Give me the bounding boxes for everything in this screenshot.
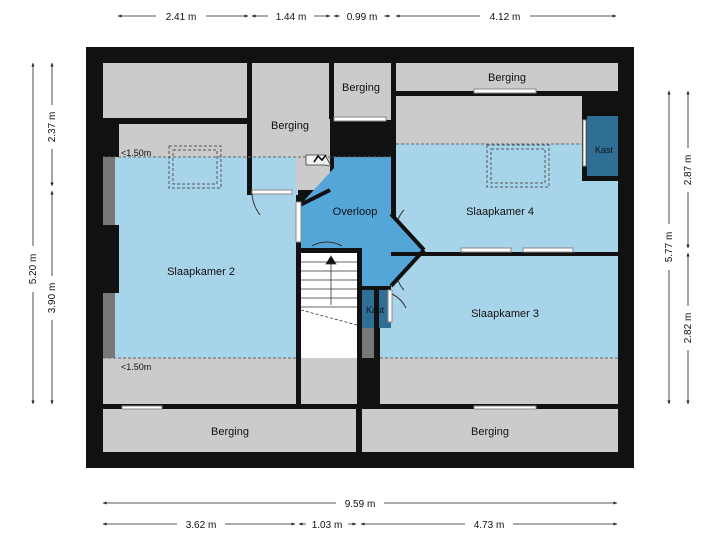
slaapkamer2-area	[103, 157, 296, 358]
sloped-ceiling-lines	[103, 143, 618, 359]
label-berging-top-right: Berging	[488, 72, 526, 84]
dim-top-4: 4.12 m	[490, 12, 521, 23]
wall-segment	[391, 252, 618, 256]
label-berging-top-center: Berging	[342, 82, 380, 94]
label-kast-center: Kast	[366, 305, 385, 315]
eaves-top-right-area	[396, 96, 582, 144]
berging-top-left-area	[103, 63, 247, 118]
window	[473, 88, 537, 94]
window	[522, 247, 574, 253]
doors	[251, 193, 407, 309]
label-berging-bottom-right: Berging	[471, 426, 509, 438]
eaves-bottom-left-area	[103, 358, 296, 404]
dimension-labels: 2.41 m 1.44 m 0.99 m 4.12 m 9.59 m 3.62 …	[27, 9, 694, 531]
label-slaapkamer3: Slaapkamer 3	[471, 308, 539, 320]
dim-left-inner-2: 3.90 m	[47, 283, 58, 314]
dim-left-inner-1: 2.37 m	[47, 112, 58, 143]
dim-right-outer: 5.77 m	[664, 232, 675, 263]
gap-below-kast	[362, 328, 374, 358]
window	[460, 247, 512, 253]
slaapkamer2-alcove	[252, 190, 298, 230]
wall-segment	[357, 248, 362, 408]
wall-segment	[103, 225, 119, 288]
label-berging-mid: Berging	[271, 120, 309, 132]
skylight-right	[486, 144, 550, 188]
wall-segment	[356, 404, 362, 468]
eaves-top-left-area	[119, 124, 247, 157]
wall-shade-left-2	[103, 288, 115, 358]
door-swing	[397, 279, 405, 291]
wall-segment	[329, 57, 334, 119]
height-marker-bottom: <1.50m	[121, 362, 151, 372]
label-kast-right: Kast	[595, 145, 614, 155]
dim-bottom-2: 1.03 m	[312, 520, 343, 531]
room-fills	[103, 63, 618, 452]
window	[582, 119, 587, 167]
berging-top-center-area	[334, 63, 391, 120]
stairs-area	[301, 253, 357, 358]
windows	[121, 88, 587, 410]
label-slaapkamer2: Slaapkamer 2	[167, 266, 235, 278]
wall-segment	[103, 118, 247, 124]
window	[333, 116, 387, 122]
dim-bottom-total: 9.59 m	[345, 499, 376, 510]
label-berging-bottom-left: Berging	[211, 426, 249, 438]
window	[251, 189, 293, 195]
dim-right-inner-2: 2.82 m	[683, 313, 694, 344]
water-heater-icon	[305, 154, 332, 167]
wall-segment	[389, 212, 426, 252]
skylights	[168, 144, 550, 189]
staircase	[300, 255, 358, 326]
kast-right-area	[587, 116, 618, 176]
stair-side-area	[300, 358, 358, 404]
berging-bottom-left-area	[103, 409, 356, 452]
wall-segment	[296, 195, 301, 405]
wall-shade-left-1	[103, 157, 115, 225]
dim-right-inner-1: 2.87 m	[683, 155, 694, 186]
door-swing	[391, 293, 407, 309]
wall-segment	[362, 286, 391, 290]
wall-segment	[582, 176, 618, 181]
window	[387, 289, 393, 323]
wall-segment	[103, 288, 119, 293]
room-labels: Berging Berging Berging Slaapkamer 2 Sla…	[121, 72, 614, 438]
wall-segment	[374, 288, 379, 408]
wall-segment	[582, 110, 618, 116]
skylight-right-inner	[490, 148, 546, 184]
arrow-up-icon	[325, 255, 337, 265]
wall-segment	[391, 57, 396, 157]
label-slaapkamer4: Slaapkamer 4	[466, 206, 534, 218]
height-marker-top: <1.50m	[121, 148, 151, 158]
dim-top-3: 0.99 m	[347, 12, 378, 23]
wall-segment	[247, 57, 252, 195]
window	[473, 405, 537, 410]
berging-bottom-right-area	[362, 409, 618, 452]
door-swing	[397, 209, 405, 221]
wall-segment	[296, 248, 362, 253]
wall-segment	[389, 248, 426, 288]
dim-bottom-3: 4.73 m	[474, 520, 505, 531]
door-swing	[251, 193, 261, 216]
dim-top-1: 2.41 m	[166, 12, 197, 23]
berging-top-right-area	[396, 63, 618, 91]
label-overloop: Overloop	[333, 206, 378, 218]
dim-top-2: 1.44 m	[276, 12, 307, 23]
window	[295, 201, 302, 243]
eaves-bottom-right-area	[380, 358, 618, 404]
wall-segment	[299, 188, 331, 207]
window	[121, 405, 163, 410]
slaapkamer3-area	[380, 252, 618, 358]
wall-segment	[103, 124, 119, 157]
skylight-left-inner	[172, 149, 218, 185]
dim-bottom-1: 3.62 m	[186, 520, 217, 531]
dim-left-outer: 5.20 m	[28, 254, 39, 285]
door-swing	[311, 241, 343, 247]
slaapkamer4-area	[396, 144, 618, 252]
skylight-left	[168, 145, 222, 189]
